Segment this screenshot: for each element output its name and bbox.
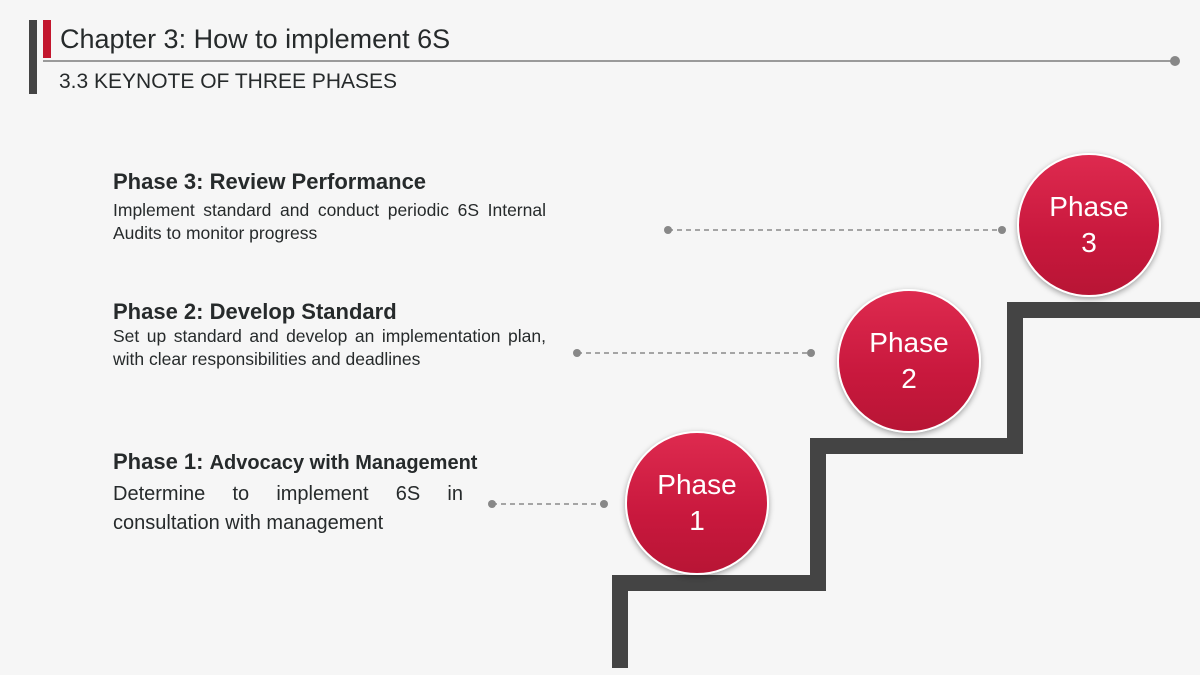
phase-1-heading: Phase 1: Advocacy with Management bbox=[113, 449, 477, 475]
phase-3-heading-name: Review Performance bbox=[209, 169, 427, 194]
connector-phase-1 bbox=[488, 500, 608, 508]
phase-1-heading-name: Advocacy with Management bbox=[209, 452, 478, 474]
header-accent-bar-red bbox=[43, 20, 51, 58]
section-subtitle: 3.3 KEYNOTE OF THREE PHASES bbox=[59, 70, 398, 93]
phase-1-circle-number: 1 bbox=[689, 505, 705, 536]
phase-2-heading: Phase 2: Develop Standard bbox=[113, 299, 546, 325]
phase-3-heading-prefix: Phase 3: bbox=[113, 169, 210, 194]
staircase bbox=[612, 302, 1200, 668]
page-title: Chapter 3: How to implement 6S bbox=[60, 24, 451, 54]
connector-dot bbox=[600, 500, 608, 508]
connector-phase-2 bbox=[573, 349, 815, 357]
phase-3-text: Phase 3: Review Performance Implement st… bbox=[113, 169, 546, 245]
phase-1-text: Phase 1: Advocacy with Management Determ… bbox=[113, 449, 477, 538]
phase-3-heading: Phase 3: Review Performance bbox=[113, 169, 546, 195]
phase-3-circle: Phase 3 bbox=[1017, 153, 1161, 297]
header-accent-bar-dark bbox=[29, 20, 37, 94]
phase-3-circle-label: Phase bbox=[1049, 191, 1129, 222]
phase-1-description: Determine to implement 6S in consultatio… bbox=[113, 483, 463, 534]
connector-dot bbox=[664, 226, 672, 234]
phase-2-circle-label: Phase bbox=[869, 327, 949, 358]
phase-2-text: Phase 2: Develop Standard Set up standar… bbox=[113, 299, 546, 371]
phase-2-circle-number: 2 bbox=[901, 363, 917, 394]
phase-1-circle: Phase 1 bbox=[625, 431, 769, 575]
connector-phase-3 bbox=[664, 226, 1006, 234]
connector-dot bbox=[807, 349, 815, 357]
phase-1-circle-label: Phase bbox=[657, 469, 737, 500]
phase-2-description: Set up standard and develop an implement… bbox=[113, 326, 546, 369]
phase-3-description: Implement standard and conduct periodic … bbox=[113, 200, 546, 243]
title-underline-end-dot bbox=[1170, 56, 1180, 66]
phase-2-heading-name: Develop Standard bbox=[209, 299, 397, 324]
connector-dot bbox=[488, 500, 496, 508]
phase-2-heading-prefix: Phase 2: bbox=[113, 299, 210, 324]
connector-dot bbox=[573, 349, 581, 357]
title-underline bbox=[43, 60, 1175, 62]
phase-2-circle: Phase 2 bbox=[837, 289, 981, 433]
phase-3-circle-number: 3 bbox=[1081, 227, 1097, 258]
phase-1-heading-prefix: Phase 1: bbox=[113, 449, 210, 474]
connector-dot bbox=[998, 226, 1006, 234]
